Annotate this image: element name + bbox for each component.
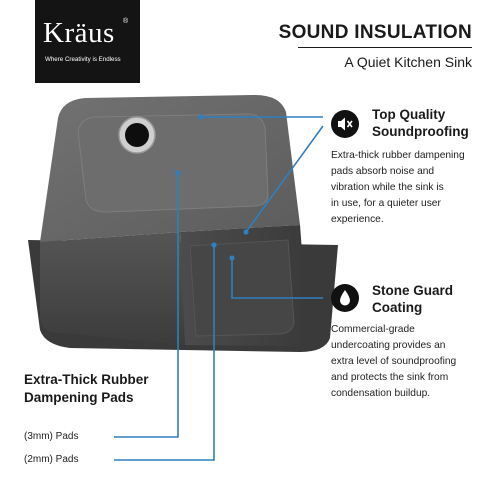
- brand-logo: Kräus ® Where Creativity is Endless: [35, 0, 140, 83]
- sink-front-face: [40, 232, 185, 345]
- callout-line-3mm: [114, 173, 179, 438]
- callout-dots: [175, 114, 249, 261]
- callout-dot: [243, 229, 249, 235]
- muted-speaker-icon: [331, 110, 359, 138]
- brand-name: Kräus: [43, 17, 115, 49]
- feature-desc-soundproofing: Extra-thick rubber dampening pads absorb…: [331, 148, 481, 228]
- callout-lines: [114, 116, 324, 461]
- desc-line: in use, for a quieter user: [331, 198, 441, 209]
- callout-line-coating-upper: [245, 125, 324, 233]
- header-title: SOUND INSULATION: [278, 22, 472, 43]
- feature-title-soundproofing: Top Quality Soundproofing: [372, 106, 469, 140]
- desc-line: undercoating provides an: [331, 340, 446, 351]
- callout-dot: [198, 114, 204, 120]
- feature-title-line: Soundproofing: [372, 124, 469, 139]
- header-subtitle: A Quiet Kitchen Sink: [344, 54, 472, 70]
- pads-title-line: Extra-Thick Rubber: [24, 372, 149, 387]
- pads-title: Extra-Thick Rubber Dampening Pads: [24, 371, 149, 407]
- desc-line: condensation buildup.: [331, 388, 431, 399]
- pads-title-line: Dampening Pads: [24, 390, 134, 405]
- header-divider: [298, 47, 472, 48]
- pads-label-2mm: (2mm) Pads: [24, 454, 79, 465]
- callout-dot: [211, 242, 217, 248]
- desc-line: Commercial-grade: [331, 324, 415, 335]
- desc-line: extra level of soundproofing: [331, 356, 457, 367]
- feature-title-coating: Stone Guard Coating: [372, 282, 453, 316]
- brand-tagline: Where Creativity is Endless: [45, 56, 121, 63]
- feature-title-line: Stone Guard: [372, 283, 454, 298]
- sink-top-pad: [77, 113, 269, 213]
- feature-desc-coating: Commercial-grade undercoating provides a…: [331, 322, 481, 402]
- callout-line-2mm: [114, 245, 215, 461]
- desc-line: and protects the sink from: [331, 372, 449, 383]
- brand-reg-mark: ®: [123, 18, 129, 25]
- callout-dot: [175, 170, 181, 176]
- pads-label-3mm: (3mm) Pads: [24, 431, 79, 442]
- desc-line: pads absorb noise and: [331, 166, 435, 177]
- desc-line: Extra-thick rubber dampening: [331, 150, 465, 161]
- drain-hole: [125, 123, 149, 147]
- sink-side-pad: [189, 239, 295, 337]
- feature-title-line: Coating: [372, 300, 423, 315]
- desc-line: experience.: [331, 214, 384, 225]
- desc-line: vibration while the sink is: [331, 182, 444, 193]
- water-drop-icon: [331, 284, 359, 312]
- callout-line-coating: [231, 258, 323, 299]
- feature-title-line: Top Quality: [372, 107, 446, 122]
- callout-dot: [229, 255, 235, 261]
